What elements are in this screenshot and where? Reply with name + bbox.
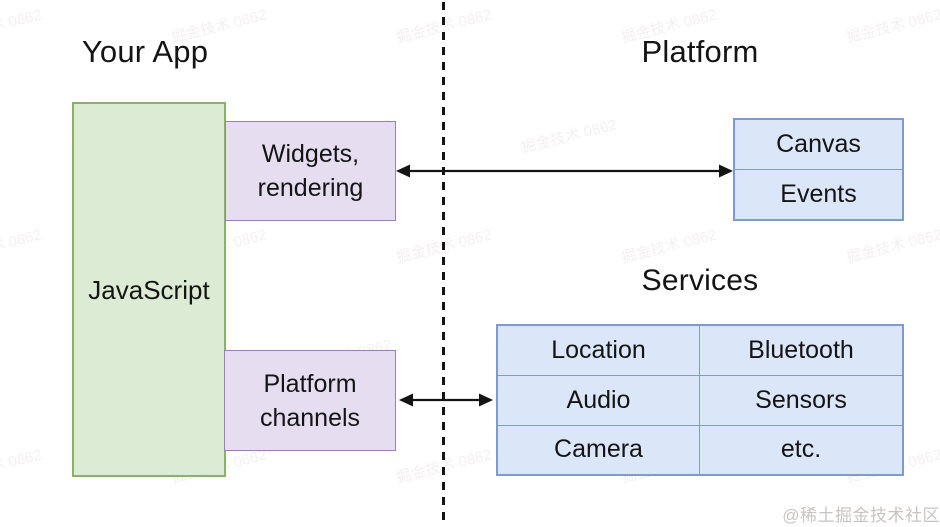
watermark-tile: 掘金技术 0862	[519, 116, 619, 157]
platform-channels-box: Platform channels	[224, 350, 396, 451]
watermark-tile: 掘金技术 0862	[0, 6, 44, 47]
service-cell-camera: Camera	[498, 424, 700, 474]
your-app-heading: Your App	[81, 34, 209, 69]
service-cell-sensors: Sensors	[700, 375, 902, 424]
events-cell: Events	[735, 169, 902, 219]
watermark-tile: 掘金技术 0862	[619, 226, 719, 267]
javascript-box-label: JavaScript	[88, 274, 210, 305]
arrow-left-head-icon	[396, 164, 410, 178]
watermark-tile: 掘金技术 0862	[844, 226, 940, 267]
service-cell-etc: etc.	[700, 424, 902, 474]
canvas-events-box: Canvas Events	[733, 118, 904, 221]
widgets-rendering-box: Widgets, rendering	[225, 121, 396, 221]
service-cell-location: Location	[498, 326, 700, 376]
arrow-left-head-icon	[399, 393, 413, 407]
platform-heading: Platform	[641, 34, 759, 69]
juejin-credit-watermark: @稀土掘金技术社区	[782, 506, 940, 525]
arrow-right-head-icon	[719, 164, 733, 178]
app-platform-divider-line	[442, 2, 445, 520]
services-table: Location Bluetooth Audio Sensors Camera …	[496, 324, 904, 476]
platform-channels-box-label: Platform channels	[259, 369, 361, 432]
arrow-right-head-icon	[479, 393, 493, 407]
widgets-rendering-box-label: Widgets, rendering	[257, 140, 364, 202]
service-cell-audio: Audio	[498, 375, 700, 425]
canvas-cell: Canvas	[776, 130, 861, 158]
service-cell-bluetooth: Bluetooth	[748, 336, 854, 365]
channels-services-arrow	[399, 393, 493, 407]
watermark-tile: 掘金技术 0862	[844, 6, 940, 47]
watermark-tile: 掘金技术 0862	[0, 226, 44, 267]
javascript-box: JavaScript	[72, 102, 226, 477]
widgets-canvas-arrow	[396, 164, 733, 178]
services-heading: Services	[641, 264, 759, 297]
watermark-tile: 掘金技术 0862	[0, 446, 44, 487]
